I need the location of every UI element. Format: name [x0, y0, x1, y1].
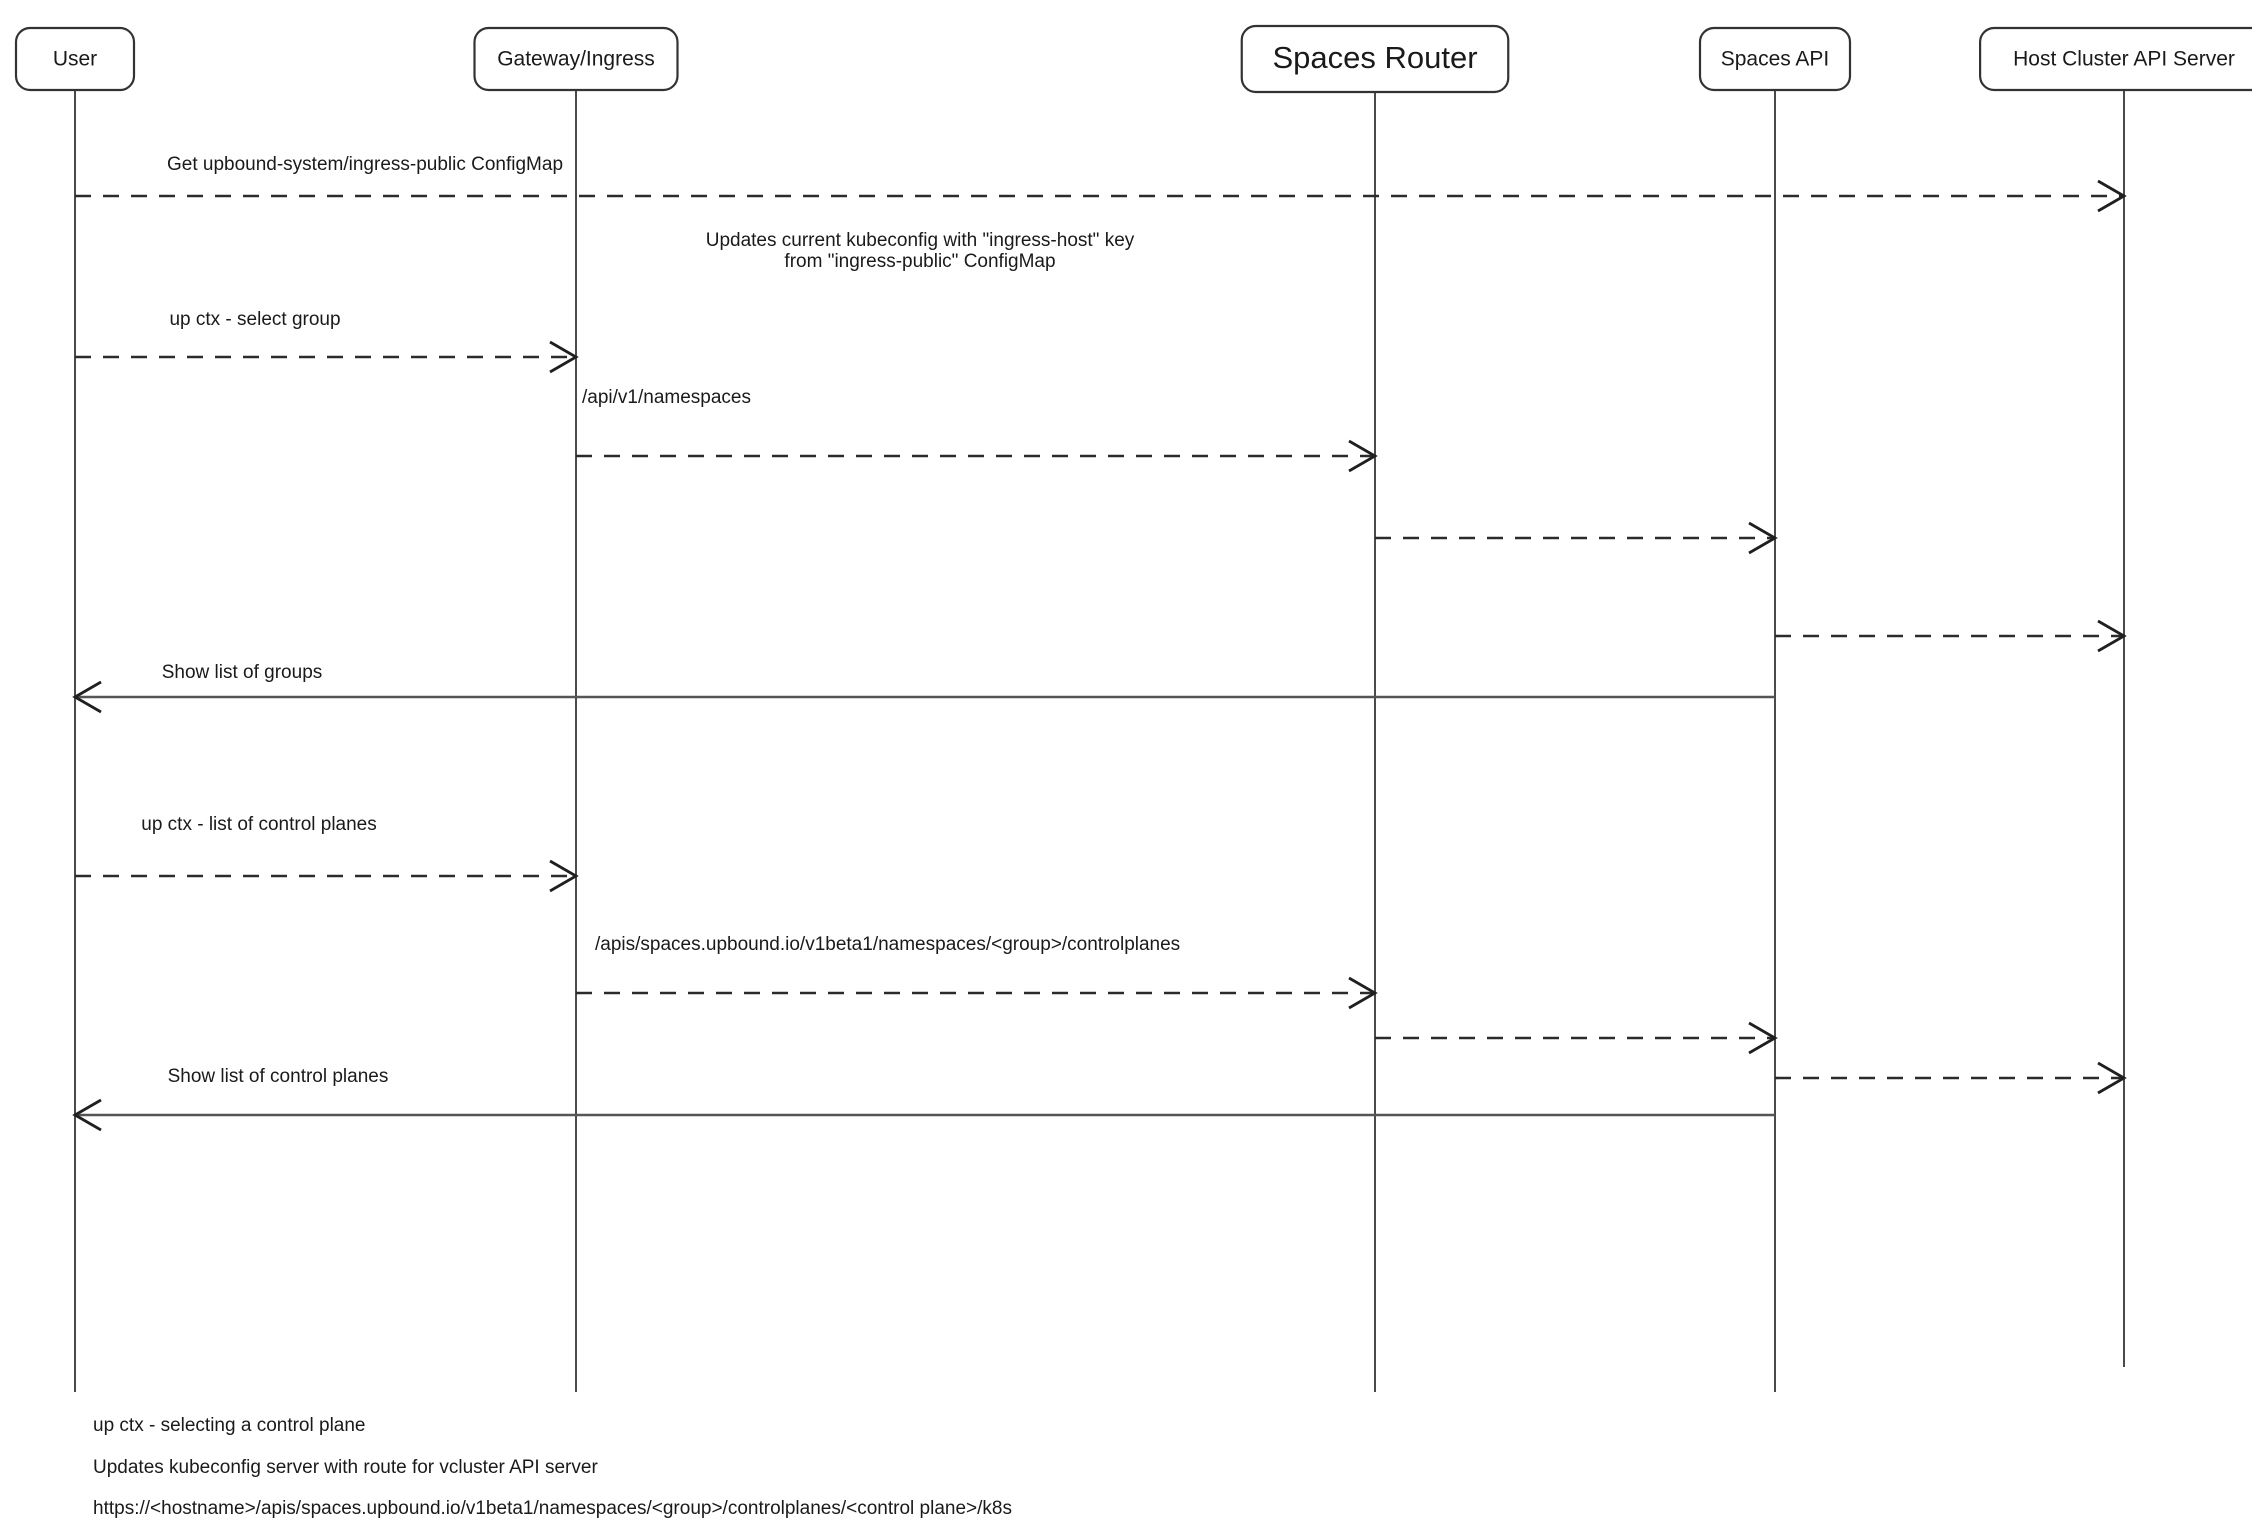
- arrow-head-msg-api-v1-namespaces: [1348, 439, 1378, 473]
- message-label-msg-api-v1-namespaces: /api/v1/namespaces: [582, 387, 751, 408]
- footer-note-footer-3: https://<hostname>/apis/spaces.upbound.i…: [93, 1498, 1012, 1519]
- actor-spaces-api[interactable]: Spaces API: [1698, 26, 1852, 92]
- arrow-head-msg-up-ctx-list-control-planes: [549, 859, 579, 893]
- arrow-head-msg-router-to-spaces-api-2: [1748, 1021, 1778, 1055]
- note-line: from "ingress-public" ConfigMap: [784, 251, 1055, 272]
- actors-layer: User Gateway/Ingress Spaces Router Spaces A…: [14, 24, 2252, 94]
- actor-gateway[interactable]: Gateway/Ingress: [473, 26, 679, 92]
- footer-note-footer-1: up ctx - selecting a control plane: [93, 1415, 366, 1436]
- message-label-msg-get-configmap: Get upbound-system/ingress-public Config…: [167, 154, 563, 175]
- actor-label-router: Spaces Router: [1272, 40, 1477, 75]
- note-note-kubeconfig-update: Updates current kubeconfig with "ingress…: [706, 230, 1135, 272]
- message-msg-controlplanes-api[interactable]: /apis/spaces.upbound.io/v1beta1/namespac…: [576, 934, 1378, 1010]
- arrow-head-msg-controlplanes-api: [1348, 976, 1378, 1010]
- message-msg-up-ctx-list-control-planes[interactable]: up ctx - list of control planes: [75, 814, 579, 893]
- footer-note-footer-2: Updates kubeconfig server with route for…: [93, 1457, 598, 1478]
- actor-box-gateway: [473, 26, 679, 92]
- messages-layer: Get upbound-system/ingress-public Config…: [72, 154, 2127, 1132]
- message-msg-show-list-of-control-planes[interactable]: Show list of control planes: [72, 1066, 1775, 1132]
- message-msg-router-to-spaces-api[interactable]: [1375, 521, 1778, 555]
- actor-box-router: [1240, 24, 1510, 94]
- message-label-msg-controlplanes-api: /apis/spaces.upbound.io/v1beta1/namespac…: [595, 934, 1180, 955]
- arrow-head-msg-spaces-api-to-host-2: [2097, 1061, 2127, 1095]
- message-label-msg-up-ctx-select-group: up ctx - select group: [169, 309, 340, 330]
- message-msg-spaces-api-to-host-2[interactable]: [1775, 1061, 2127, 1095]
- actor-router[interactable]: Spaces Router: [1240, 24, 1510, 94]
- message-msg-spaces-api-to-host[interactable]: [1775, 619, 2127, 653]
- actor-host-api[interactable]: Host Cluster API Server: [1979, 26, 2252, 92]
- actor-box-spaces-api: [1698, 26, 1852, 92]
- actor-box-user: [14, 26, 136, 92]
- footer-notes-layer: up ctx - selecting a control planeUpdate…: [93, 1415, 1012, 1519]
- message-msg-show-list-of-groups[interactable]: Show list of groups: [72, 662, 1775, 714]
- message-msg-router-to-spaces-api-2[interactable]: [1375, 1021, 1778, 1055]
- message-label-msg-show-list-of-groups: Show list of groups: [162, 662, 323, 683]
- arrow-head-msg-get-configmap: [2097, 179, 2127, 213]
- actor-box-host-api: [1979, 26, 2252, 92]
- arrow-head-msg-router-to-spaces-api: [1748, 521, 1778, 555]
- notes-layer: Updates current kubeconfig with "ingress…: [706, 230, 1135, 272]
- arrow-head-msg-up-ctx-select-group: [549, 340, 579, 374]
- message-label-msg-show-list-of-control-planes: Show list of control planes: [168, 1066, 389, 1087]
- actor-label-gateway: Gateway/Ingress: [497, 48, 655, 71]
- message-msg-up-ctx-select-group[interactable]: up ctx - select group: [75, 309, 579, 374]
- message-label-msg-up-ctx-list-control-planes: up ctx - list of control planes: [141, 814, 377, 835]
- arrow-head-msg-spaces-api-to-host: [2097, 619, 2127, 653]
- actor-user[interactable]: User: [14, 26, 136, 92]
- note-line: Updates current kubeconfig with "ingress…: [706, 230, 1135, 251]
- actor-label-host-api: Host Cluster API Server: [2013, 48, 2235, 71]
- message-msg-api-v1-namespaces[interactable]: /api/v1/namespaces: [576, 387, 1378, 473]
- actor-label-user: User: [53, 48, 97, 71]
- arrow-head-msg-show-list-of-control-planes: [72, 1098, 102, 1132]
- actor-label-spaces-api: Spaces API: [1721, 48, 1830, 71]
- arrow-head-msg-show-list-of-groups: [72, 680, 102, 714]
- lifelines-layer: [74, 86, 2125, 1392]
- message-msg-get-configmap[interactable]: Get upbound-system/ingress-public Config…: [75, 154, 2127, 213]
